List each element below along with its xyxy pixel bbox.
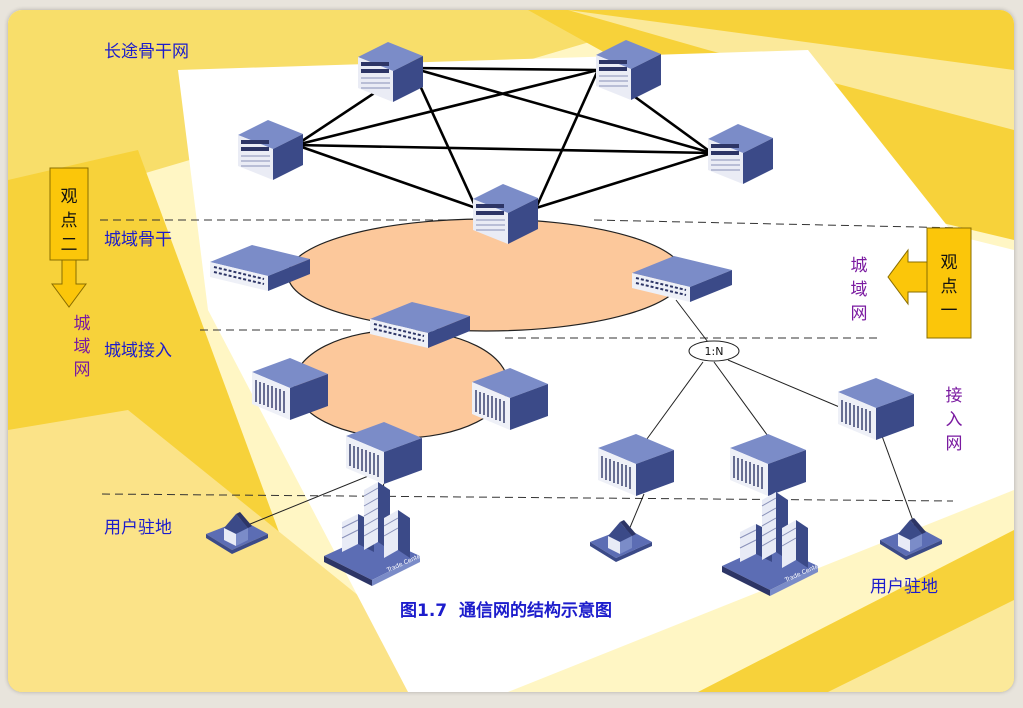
viewpoint-one-box: 观 点 一 [887, 227, 972, 339]
layer-divider-lines [100, 219, 964, 502]
label-metro-network-left: 网 [74, 360, 91, 380]
viewpoint-two-box: 观 点 二 [49, 167, 89, 308]
label-access-network: 接 [946, 386, 963, 406]
viewpoint-one-char: 一 [941, 301, 958, 321]
figure-caption: 图1.7 通信网的结构示意图 [400, 600, 612, 621]
label-metro-network-right: 网 [851, 304, 868, 324]
viewpoint-two-char: 观 [61, 187, 78, 207]
metro-backbone-ring [287, 218, 685, 332]
slide: 1:N Trade Center Trade Center 观 点 二 观 点 [8, 10, 1014, 692]
viewpoint-one-char: 观 [941, 253, 958, 273]
label-metro-network-left: 域 [74, 337, 91, 357]
label-metro-network-right: 域 [851, 280, 868, 300]
splitter-node: 1:N [688, 340, 740, 362]
label-metro-network-left: 城 [74, 314, 91, 334]
label-access-network: 网 [946, 434, 963, 454]
viewpoint-one-char: 点 [941, 277, 958, 297]
label-metro-backbone: 城域骨干 [104, 230, 172, 250]
label-metro-access: 城域接入 [104, 341, 172, 361]
label-user-premises-right: 用户驻地 [870, 577, 938, 597]
label-metro-network-right: 城 [851, 256, 868, 276]
viewpoint-two-char: 二 [61, 235, 78, 255]
label-long-haul-backbone: 长途骨干网 [104, 42, 189, 62]
network-structure-diagram: 1:N Trade Center Trade Center 观 点 二 观 点 [8, 10, 1014, 692]
label-access-network: 入 [946, 410, 963, 430]
label-user-premises-left: 用户驻地 [104, 518, 172, 538]
viewpoint-two-char: 点 [61, 211, 78, 231]
splitter-ratio-label: 1:N [705, 345, 724, 358]
